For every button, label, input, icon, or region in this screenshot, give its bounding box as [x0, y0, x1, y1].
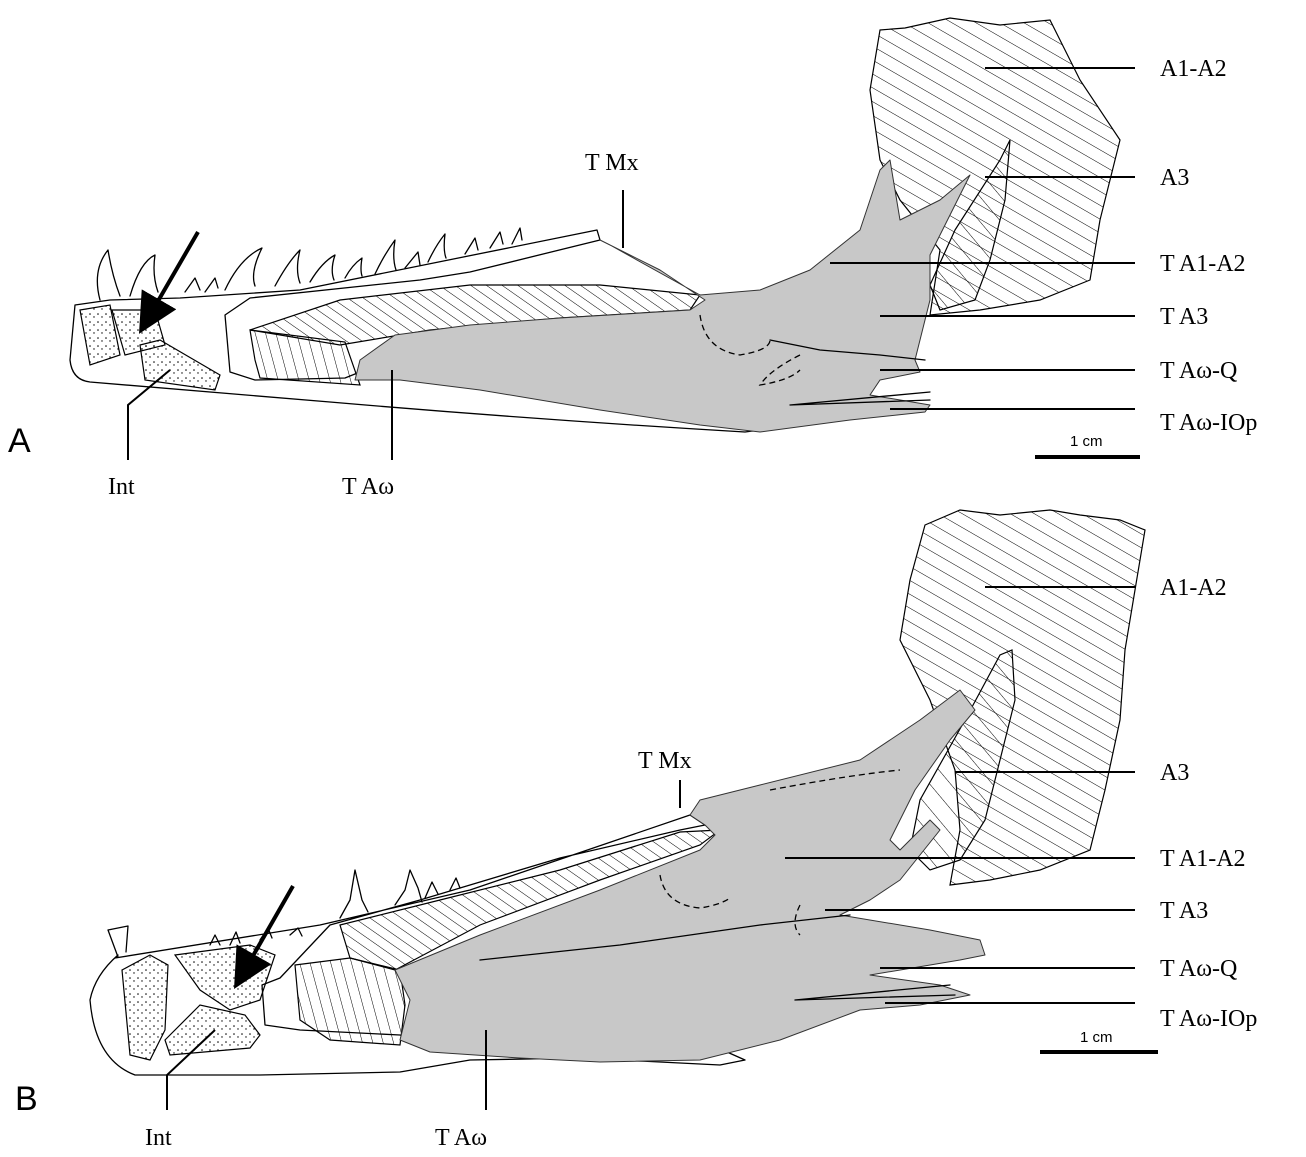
- label-t-aw-a: T Aω: [342, 474, 394, 500]
- panel-letter-b: B: [15, 1080, 38, 1118]
- label-int-a: Int: [108, 474, 135, 500]
- coronoid-patch-b: [175, 945, 275, 1010]
- label-t-aw-iop-b: T Aω-IOp: [1160, 1006, 1257, 1032]
- panel-letter-a: A: [8, 422, 31, 460]
- panel-a: A1-A2 A3 T A1-A2 T A3 T Aω-Q T Aω-IOp T …: [8, 18, 1257, 500]
- label-a3-b: A3: [1160, 760, 1189, 786]
- label-t-aw-q-b: T Aω-Q: [1160, 956, 1237, 982]
- label-a1-a2-a: A1-A2: [1160, 56, 1227, 82]
- muscle-aw-fan-b: [295, 958, 405, 1045]
- label-t-aw-iop-a: T Aω-IOp: [1160, 410, 1257, 436]
- dentary-symphysis-b: [122, 955, 168, 1060]
- scale-label-a: 1 cm: [1070, 433, 1103, 450]
- label-t-a1-a2-b: T A1-A2: [1160, 846, 1246, 872]
- label-t-a3-a: T A3: [1160, 304, 1208, 330]
- panel-b: A1-A2 A3 T A1-A2 T A3 T Aω-Q T Aω-IOp T …: [15, 510, 1257, 1151]
- label-t-aw-q-a: T Aω-Q: [1160, 358, 1237, 384]
- label-t-aw-b: T Aω: [435, 1125, 487, 1151]
- arrow-a: [143, 232, 198, 327]
- label-a3-a: A3: [1160, 165, 1189, 191]
- scale-label-b: 1 cm: [1080, 1029, 1113, 1046]
- int-bone-b: [165, 1005, 260, 1055]
- label-t-a1-a2-a: T A1-A2: [1160, 251, 1246, 277]
- label-t-mx-b: T Mx: [638, 748, 692, 774]
- label-a1-a2-b: A1-A2: [1160, 575, 1227, 601]
- tendon-complex-b: [395, 690, 985, 1062]
- int-bone-a: [140, 340, 220, 390]
- label-t-mx-a: T Mx: [585, 150, 639, 176]
- label-t-a3-b: T A3: [1160, 898, 1208, 924]
- leader-int-a: [128, 370, 170, 460]
- label-int-b: Int: [145, 1125, 172, 1151]
